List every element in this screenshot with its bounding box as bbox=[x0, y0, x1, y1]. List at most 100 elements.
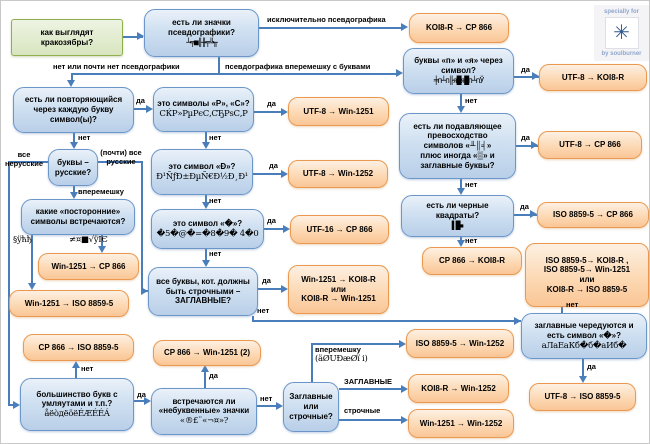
connector bbox=[73, 133, 75, 144]
arrowhead bbox=[141, 287, 148, 295]
node-text: «небуквенные» значки bbox=[158, 406, 250, 416]
scribble-glyph: ✳ bbox=[613, 22, 630, 44]
result-text: CP 866 → ISO 8859-5 bbox=[38, 342, 119, 352]
edge-label-yes: да bbox=[587, 362, 596, 371]
result-text: ISO 8859-5 → CP 866 bbox=[553, 210, 633, 220]
result-text: или bbox=[331, 284, 346, 294]
result-utf8-win1251: UTF-8 → Win-1251 bbox=[288, 97, 389, 126]
result-text: UTF-8 → Win-1252 bbox=[302, 169, 374, 179]
connector bbox=[123, 36, 143, 38]
connector bbox=[252, 316, 254, 322]
arrowhead bbox=[202, 202, 210, 209]
mojibake-sample: ╪п┴п╟я█я█п┴пЎ bbox=[433, 75, 485, 85]
node-q-upper-or-lower: Заглавные или строчные? bbox=[283, 382, 339, 432]
node-text: какие «посторонние» bbox=[35, 207, 121, 217]
node-text: есть ли значки bbox=[172, 18, 231, 28]
edge-label-all-nonrussian: все нерусские bbox=[1, 150, 47, 168]
arrowhead bbox=[514, 317, 521, 325]
connector bbox=[71, 73, 218, 75]
node-text: Заглавные bbox=[289, 392, 333, 402]
arrowhead bbox=[457, 240, 465, 247]
edge-label-line: нерусские bbox=[4, 159, 44, 168]
node-q-letters-russian: буквы – русские? bbox=[48, 149, 98, 186]
result-text: ISO 8859-5 → Win-1252 bbox=[415, 338, 505, 348]
node-q-eth-symbol: это символ «Ð»? Ð¹ÑƒÐ±ÐµÑ€Ð½Ð¸Ð¹ bbox=[151, 149, 253, 195]
result-utf8-iso88595: UTF-8 → ISO 8859-5 bbox=[529, 383, 636, 411]
connector bbox=[259, 27, 402, 29]
connector bbox=[253, 173, 283, 175]
connector bbox=[257, 405, 278, 407]
node-q-p-ya-symbols: буквы «п» и «я» через символ? ╪п┴п╟я█я█п… bbox=[403, 48, 514, 94]
arrowhead bbox=[137, 32, 144, 40]
node-q-all-uppercase: все буквы, кот. должны быть строчными – … bbox=[148, 267, 258, 316]
connector bbox=[514, 76, 539, 78]
arrowhead bbox=[281, 108, 288, 116]
node-text: быть строчными – bbox=[165, 286, 241, 296]
edge-label-no: нет bbox=[257, 306, 270, 315]
node-text: буквы «п» и «я» через bbox=[414, 56, 503, 66]
arrowhead bbox=[532, 72, 539, 80]
arrowhead bbox=[72, 361, 80, 368]
arrowhead bbox=[276, 402, 283, 410]
credit-bottom-text: by soulburner bbox=[601, 51, 642, 57]
result-text: UTF-16 → CP 866 bbox=[306, 224, 373, 234]
node-q-umlauts: большинство букв с умляутами и т.п.? åёò… bbox=[20, 378, 134, 431]
node-text: русские? bbox=[54, 167, 92, 177]
node-text: есть ли повторяющийся bbox=[24, 95, 123, 105]
node-text: это символ «Ð»? bbox=[168, 161, 236, 171]
edge-label-yes: да bbox=[137, 390, 146, 399]
node-text: или bbox=[303, 402, 319, 412]
connector bbox=[75, 365, 77, 378]
node-start: как выглядят кракозябры? bbox=[11, 19, 123, 56]
node-text: заглавные чередуются и bbox=[534, 321, 634, 331]
arrowhead bbox=[146, 105, 153, 113]
edge-label-mixed: вперемешку bbox=[78, 187, 124, 196]
node-text: квадраты? bbox=[435, 211, 480, 221]
mojibake-sample: аЛаЕаКб�б�аИб� bbox=[541, 340, 627, 351]
mojibake-sample: «®£¨«¬¤»? bbox=[179, 416, 229, 427]
scribble-logo-icon: ✳ bbox=[604, 17, 639, 49]
connector bbox=[311, 343, 313, 382]
connector bbox=[218, 57, 220, 74]
connector bbox=[460, 237, 462, 242]
edge-label-exclusively-pseudo: исключительно псевдографика bbox=[267, 15, 386, 24]
node-text: символ(ы)? bbox=[50, 114, 97, 124]
edge-label-no: нет bbox=[81, 364, 94, 373]
connector bbox=[101, 235, 103, 248]
result-win1251-koi8r-both: Win-1251 → KOI8-R или KOI8-R → Win-1251 bbox=[288, 265, 389, 314]
node-text: как выглядят bbox=[40, 27, 94, 37]
result-text: KOI8-R → ISO 8859-5 bbox=[546, 284, 628, 294]
edge-label-uppercase: ЗАГЛАВНЫЕ bbox=[344, 377, 393, 386]
result-win1251-iso88595: Win-1251 → ISO 8859-5 bbox=[9, 290, 129, 317]
connector bbox=[73, 186, 75, 194]
connector bbox=[31, 235, 33, 284]
node-q-symbol-dominance: есть ли подавляющее превосходство символ… bbox=[399, 113, 516, 179]
connector bbox=[218, 73, 398, 75]
node-text: превосходство bbox=[427, 131, 488, 141]
edge-label-lowercase: строчные bbox=[344, 406, 381, 415]
result-win1251-win1252: Win-1251 → Win-1252 bbox=[408, 409, 514, 438]
pseudographics-sample: ┴╤■╟╫╤╚╥ bbox=[186, 37, 218, 47]
result-text: Win-1251 → Win-1252 bbox=[419, 418, 503, 428]
arrowhead bbox=[399, 340, 406, 348]
connector bbox=[516, 145, 538, 147]
edge-label-no: нет bbox=[566, 300, 579, 309]
node-text: есть ли черные bbox=[426, 201, 489, 211]
arrowhead bbox=[530, 210, 537, 218]
result-iso88595-multi: ISO 8859-5→ KOI8-R , ISO 8859-5→ Win-125… bbox=[525, 243, 649, 307]
connector bbox=[339, 419, 403, 421]
arrowhead bbox=[70, 142, 78, 149]
connector bbox=[311, 343, 401, 345]
node-text: есть символ «�»? bbox=[547, 330, 621, 340]
arrowhead bbox=[579, 376, 587, 383]
edge-label-no: нет bbox=[465, 236, 478, 245]
credit-top-text: specially for bbox=[603, 9, 639, 15]
result-text: ISO 8859-5→ Win-1251 bbox=[543, 265, 631, 275]
arrowhead bbox=[28, 283, 36, 290]
edge-label-no: нет bbox=[465, 180, 478, 189]
connector bbox=[514, 214, 537, 216]
result-win1251-cp866: Win-1251 → CP 866 bbox=[38, 253, 139, 280]
result-text: Win-1251 → CP 866 bbox=[51, 261, 126, 271]
connector bbox=[205, 132, 207, 143]
arrowhead bbox=[401, 23, 408, 31]
